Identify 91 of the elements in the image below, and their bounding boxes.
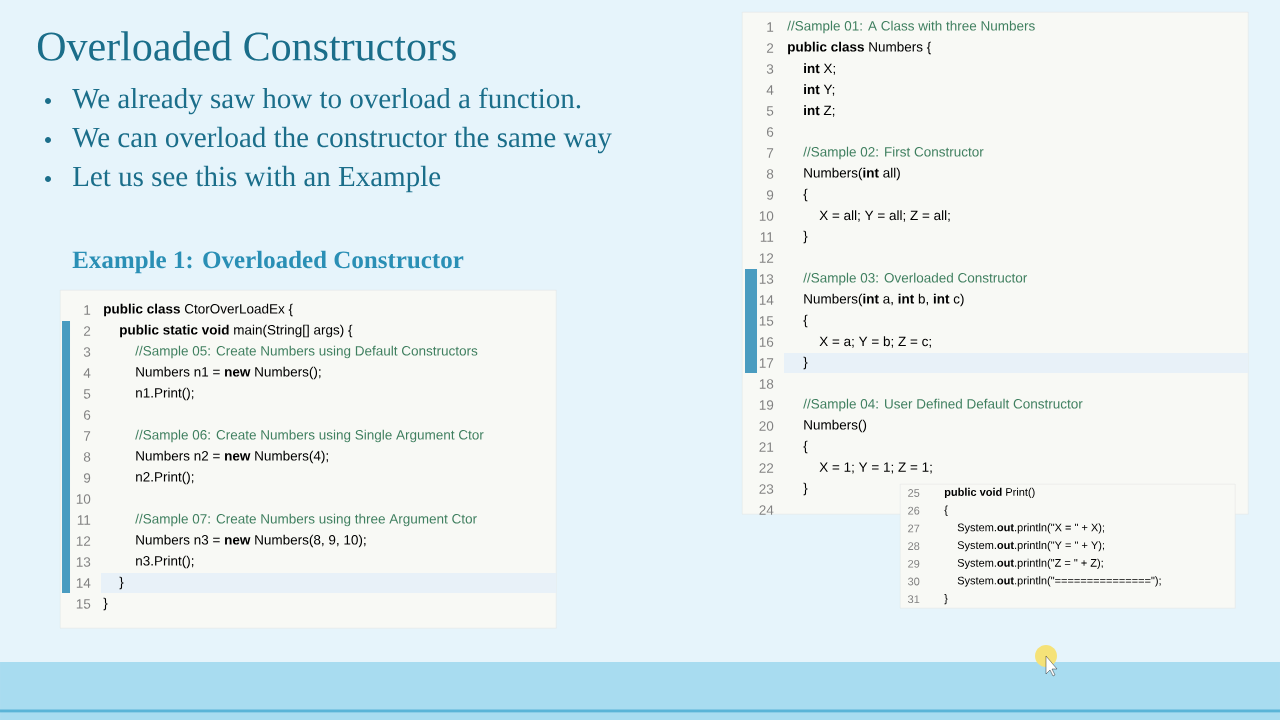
code-line: public static void main(String[] args) { — [120, 324, 353, 338]
line-number: 14 — [759, 295, 774, 305]
line-number: 15 — [759, 316, 774, 326]
line-number: 28 — [908, 542, 920, 550]
code-comment: //Sample 07: Create Numbers using three Argument Ctor — [135, 513, 477, 527]
line-number: 13 — [759, 274, 774, 284]
code-line: { — [803, 440, 808, 454]
line-number: 29 — [908, 559, 920, 568]
code-panel — [60, 290, 557, 629]
line-number: 10 — [76, 494, 91, 504]
line-number: 23 — [759, 484, 774, 494]
line-number: 4 — [83, 368, 91, 378]
line-number: 3 — [83, 347, 91, 357]
line-number: 11 — [760, 232, 774, 242]
line-number: 11 — [77, 515, 91, 525]
code-comment: //Sample 04: User Defined Default Constructor — [803, 398, 1083, 412]
line-number: 9 — [83, 473, 91, 483]
code-line: { — [944, 505, 948, 516]
code-line: n3.Print(); — [136, 555, 194, 569]
line-number: 18 — [759, 379, 774, 389]
code-comment: //Sample 01: A Class with three Numbers — [787, 20, 1035, 34]
line-number: 12 — [759, 253, 774, 263]
code-line: System.out.println("Z = " + Z); — [957, 558, 1103, 569]
line-number: 8 — [83, 452, 91, 462]
code-line: X = 1; Y = 1; Z = 1; — [819, 462, 932, 474]
code-line: Numbers n1 = new Numbers(); — [136, 366, 321, 380]
line-number: 1 — [767, 22, 774, 32]
line-number: 31 — [908, 595, 920, 604]
line-number: 7 — [84, 431, 91, 441]
code-line: Numbers(int all) — [804, 167, 900, 181]
code-line: { — [803, 314, 808, 328]
line-number: 25 — [908, 489, 920, 497]
line-number: 30 — [908, 577, 920, 586]
code-comment: //Sample 03: Overloaded Constructor — [803, 272, 1028, 286]
code-line: Numbers(int a, int b, int c) — [804, 293, 964, 307]
line-number: 1 — [84, 305, 91, 315]
code-line: int Y; — [804, 84, 835, 96]
code-comment: //Sample 02: First Constructor — [803, 146, 984, 160]
code-line: System.out.println("==============="); — [957, 576, 1161, 587]
code-line: X = a; Y = b; Z = c; — [819, 336, 931, 348]
line-number: 12 — [76, 536, 91, 546]
line-number: 6 — [84, 410, 91, 420]
line-number: 7 — [767, 148, 774, 158]
code-comment: //Sample 06: Create Numbers using Single Argument Ctor — [135, 429, 484, 443]
code-line: { — [803, 188, 808, 202]
line-number: 26 — [908, 506, 920, 515]
bullet-text: We can overload the constructor the same way — [72, 126, 612, 154]
line-number: 13 — [76, 557, 91, 567]
code-line: Numbers() — [804, 419, 867, 433]
line-number: 8 — [766, 169, 774, 179]
code-line: public void Print() — [944, 487, 1035, 499]
line-number: 3 — [766, 64, 774, 74]
code-line: int X; — [804, 63, 835, 75]
code-line: Numbers n2 = new Numbers(4); — [136, 450, 328, 464]
line-number: 24 — [759, 505, 774, 515]
line-number: 16 — [759, 337, 774, 347]
code-line: System.out.println("Y = " + Y); — [957, 540, 1104, 552]
code-line: n2.Print(); — [136, 471, 194, 485]
line-number: 14 — [76, 578, 91, 588]
bullet-text: Let us see this with an Example — [73, 165, 441, 193]
line-number: 15 — [76, 599, 91, 609]
code-line: } — [803, 356, 808, 370]
line-number: 27 — [908, 524, 920, 533]
code-line: System.out.println("X = " + X); — [957, 523, 1104, 534]
code-line: } — [119, 576, 124, 590]
line-number: 5 — [766, 106, 774, 116]
line-number: 9 — [766, 190, 774, 200]
code-line: } — [103, 597, 108, 611]
code-line: n1.Print(); — [136, 387, 194, 401]
code-line: int Z; — [804, 105, 835, 117]
line-number: 4 — [766, 85, 774, 95]
line-number: 5 — [83, 389, 91, 399]
line-number: 2 — [84, 326, 91, 336]
line-number: 21 — [759, 442, 774, 452]
line-number: 20 — [759, 421, 774, 431]
line-number: 17 — [759, 358, 774, 368]
code-line: } — [944, 594, 948, 605]
line-number: 6 — [767, 127, 774, 137]
code-line: public class Numbers { — [788, 41, 931, 55]
code-line: X = all; Y = all; Z = all; — [819, 210, 950, 222]
code-comment: //Sample 05: Create Numbers using Default Constructors — [135, 345, 478, 359]
line-number: 22 — [759, 463, 774, 473]
slide-title: Overloaded Constructors — [37, 31, 456, 61]
line-number: 2 — [766, 43, 774, 53]
line-number: 10 — [759, 211, 774, 221]
code-line: } — [803, 230, 808, 244]
code-line: public class CtorOverLoadEx { — [104, 303, 293, 317]
code-line: } — [803, 482, 808, 496]
bullet-text: We already saw how to overload a function. — [72, 87, 581, 115]
code-line: Numbers n3 = new Numbers(8, 9, 10); — [136, 534, 366, 548]
line-number: 19 — [759, 400, 774, 410]
